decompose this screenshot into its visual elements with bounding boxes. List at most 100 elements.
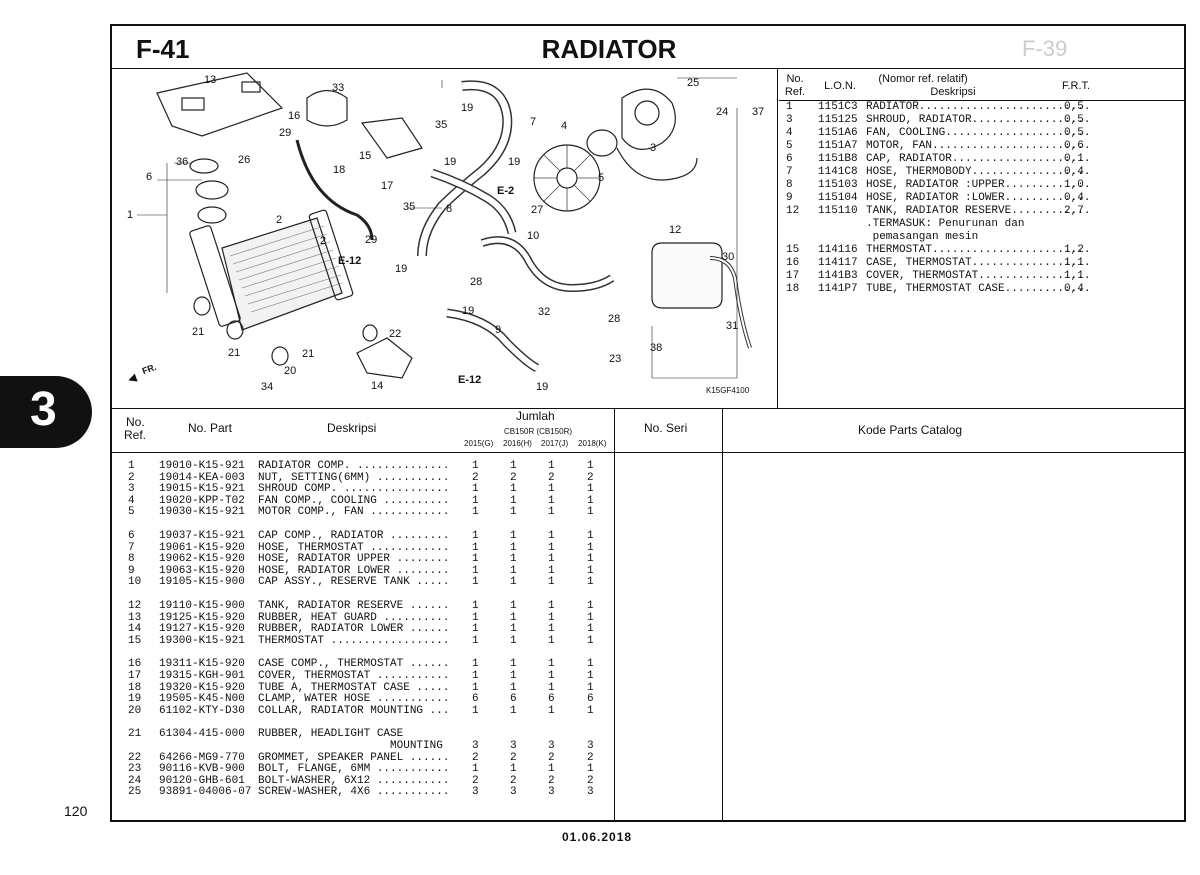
bottom-col-divider-1 [614, 408, 615, 822]
bt-row-qty-2015: 1 [472, 553, 479, 566]
bt-row-qty-2018: 1 [587, 564, 594, 577]
bt-row-desc: TUBE A, THERMOSTAT CASE ..... [258, 681, 450, 694]
diagram-label: 23 [609, 353, 622, 365]
bt-row-qty-2017: 1 [548, 494, 555, 507]
header-divider [112, 68, 1184, 69]
bt-row-part: 19030-K15-921 [159, 506, 245, 519]
diagram-label: 14 [371, 380, 384, 392]
bt-row-qty-2017: 1 [548, 600, 555, 612]
rt-row-frt: 1,1 [1064, 257, 1084, 269]
diagram-label: 30 [722, 251, 735, 263]
bt-row-qty-2015: 1 [472, 460, 479, 472]
rt-row-frt: 0,4 [1064, 192, 1084, 204]
rt-row-lon: 1151B8 [818, 153, 858, 165]
bt-row-part: 19300-K15-921 [159, 634, 245, 647]
diagram-label: 21 [228, 347, 241, 359]
bt-row-no: 12 [128, 600, 142, 612]
diagram-label: 9 [495, 324, 502, 336]
bt-row-qty-2016: 1 [510, 611, 517, 624]
bt-row-no: 14 [128, 623, 142, 636]
rt-row-lon: 115125 [818, 114, 858, 126]
bt-row-qty-2016: 1 [510, 576, 517, 589]
rt-row-desc: THERMOSTAT........................ [866, 244, 1091, 256]
bt-row-qty-2016: 2 [510, 471, 517, 484]
bt-row-part: 19014-KEA-003 [159, 471, 245, 484]
diagram-label: 21 [192, 326, 205, 338]
bt-row-qty-2018: 1 [587, 483, 594, 496]
bt-row-qty-2016: 1 [510, 506, 517, 519]
rt-row-desc: CAP, RADIATOR..................... [866, 153, 1091, 165]
bt-row-qty-2017: 1 [548, 553, 555, 566]
bt-row-qty-2015: 1 [472, 506, 479, 519]
diagram-label: 4 [561, 120, 568, 132]
bt-row-qty-2018: 1 [587, 670, 594, 682]
bt-row-qty-2016: 1 [510, 763, 517, 776]
rt-row-lon: 1141P7 [818, 283, 858, 295]
rt-row-frt: 0,6 [1064, 140, 1084, 152]
rt-row-lon: 1151A6 [818, 127, 858, 139]
table-header-divider [112, 452, 1184, 453]
bt-row-part: 19315-KGH-901 [159, 670, 245, 682]
bt-row-qty-2015: 1 [472, 658, 479, 671]
bt-header-seri: No. Seri [644, 421, 688, 435]
diagram-label: 29 [365, 234, 378, 246]
bt-row-part: 19037-K15-921 [159, 530, 245, 542]
bt-row-qty-2015: 1 [472, 530, 479, 542]
bt-row-part: 19062-K15-920 [159, 553, 245, 566]
bt-row-desc: HOSE, RADIATOR UPPER ........ [258, 553, 450, 566]
bt-row-qty-2018: 1 [587, 506, 594, 519]
bt-row-qty-2018: 2 [587, 774, 594, 787]
bt-row-qty-2017: 2 [548, 751, 555, 764]
bt-row-qty-2015: 1 [472, 623, 479, 636]
bt-row-qty-2017: 3 [548, 740, 555, 752]
bt-row-qty-2015: 1 [472, 483, 479, 496]
bt-row-part: 90120-GHB-601 [159, 774, 245, 787]
bt-row-qty-2016: 2 [510, 774, 517, 787]
bt-row-qty-2016: 1 [510, 483, 517, 496]
rt-row-no: 12 [786, 205, 800, 217]
bt-row-no: 20 [128, 704, 142, 717]
bt-row-part: 19061-K15-920 [159, 541, 245, 554]
diagram-label: 5 [598, 172, 605, 184]
bt-row-qty-2017: 1 [548, 564, 555, 577]
bt-row-part: 19105-K15-900 [159, 576, 245, 589]
bt-row-qty-2017: 1 [548, 623, 555, 636]
rt-row-lon: 1151C3 [818, 101, 858, 113]
bt-row-desc: NUT, SETTING(6MM) ........... [258, 471, 450, 484]
rt-row-no: 9 [786, 192, 793, 204]
rt-row-desc: HOSE, THERMOBODY.................. [866, 166, 1091, 178]
rt-row-no: 18 [786, 283, 800, 295]
table-top-divider [112, 408, 1184, 409]
bt-row-qty-2018: 1 [587, 658, 594, 671]
rt-row-lon: 115110 [818, 205, 858, 217]
rt-row-no: 17 [786, 270, 800, 282]
diagram-label: 31 [726, 320, 739, 332]
bt-header-no: No. [126, 415, 145, 429]
bt-row-qty-2015: 3 [472, 740, 479, 752]
diagram-label: 2 [320, 235, 327, 247]
bt-row-qty-2016: 1 [510, 704, 517, 717]
bt-row-qty-2018: 1 [587, 681, 594, 694]
bt-row-qty-2016: 2 [510, 751, 517, 764]
diagram-label: 26 [238, 154, 251, 166]
rt-row-frt: 0,4 [1064, 283, 1084, 295]
chapter-number: 3 [30, 383, 57, 436]
bt-row-desc: SHROUD COMP. ................ [258, 483, 450, 496]
rt-row-lon: 1141B3 [818, 270, 858, 282]
bt-row-qty-2017: 1 [548, 763, 555, 776]
diagram-label: 19 [444, 156, 457, 168]
diagram-label: 29 [279, 127, 292, 139]
bt-row-part: 19020-KPP-T02 [159, 494, 245, 507]
bt-row-qty-2015: 1 [472, 681, 479, 694]
rt-row-frt: 2,7 [1064, 205, 1084, 217]
bt-row-qty-2015: 1 [472, 634, 479, 647]
bt-row-qty-2016: 1 [510, 460, 517, 472]
rt-row-desc: COVER, THERMOSTAT................. [866, 270, 1091, 282]
diagram-label: 19 [508, 156, 521, 168]
bt-row-qty-2015: 1 [472, 576, 479, 589]
bt-row-no: 7 [128, 541, 135, 554]
bt-row-qty-2015: 2 [472, 774, 479, 787]
diagram-label: 2 [276, 214, 283, 226]
bt-row-qty-2015: 2 [472, 471, 479, 484]
bt-row-qty-2017: 1 [548, 506, 555, 519]
